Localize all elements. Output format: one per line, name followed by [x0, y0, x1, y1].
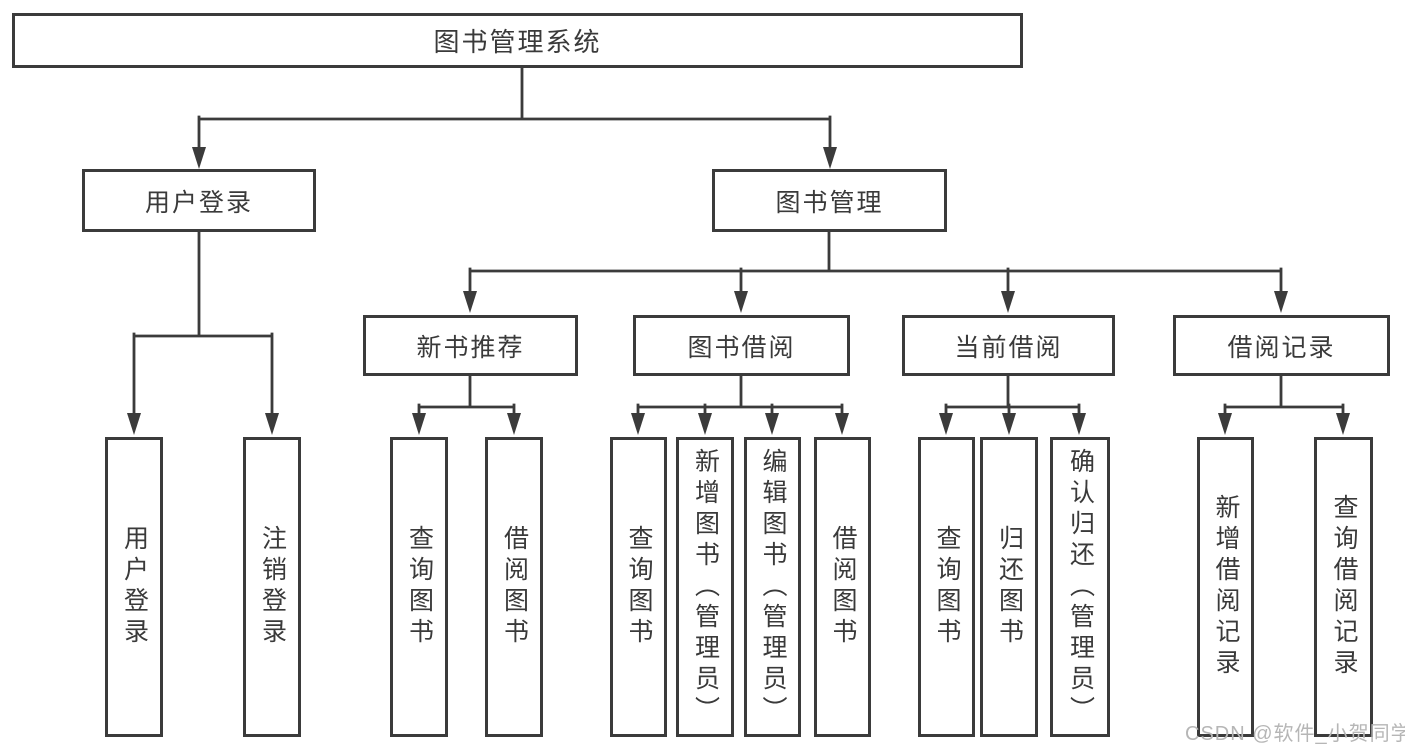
node-book-borrowing-label: 图书借阅	[687, 333, 796, 362]
leaf-edit-books-admin: 编辑图书（管理员）	[744, 437, 801, 737]
leaf-query-books-2-label: 查询图书	[625, 525, 653, 649]
leaf-borrow-books-label: 借阅图书	[500, 525, 529, 649]
leaf-edit-books-admin-label: 编辑图书（管理员）	[759, 447, 787, 727]
leaf-query-borrow-record-label: 查询借阅记录	[1330, 494, 1358, 680]
leaf-confirm-return-admin-label: 确认归还（管理员）	[1066, 447, 1095, 727]
leaf-logout-label: 注销登录	[258, 525, 287, 649]
node-book-management: 图书管理	[712, 169, 947, 232]
node-borrowing-records-label: 借阅记录	[1227, 333, 1336, 362]
node-new-book-recommendation-label: 新书推荐	[416, 333, 525, 362]
leaf-query-books: 查询图书	[390, 437, 448, 737]
leaf-add-books-admin: 新增图书（管理员）	[676, 437, 734, 737]
node-current-borrowing: 当前借阅	[902, 315, 1115, 376]
leaf-borrow-books-2-label: 借阅图书	[829, 525, 857, 649]
node-user-login: 用户登录	[82, 169, 316, 232]
node-user-login-label: 用户登录	[144, 188, 253, 217]
node-borrowing-records: 借阅记录	[1173, 315, 1390, 376]
leaf-query-books-3-label: 查询图书	[933, 525, 961, 649]
leaf-query-books-2: 查询图书	[610, 437, 667, 737]
node-library-system: 图书管理系统	[12, 13, 1023, 68]
leaf-add-books-admin-label: 新增图书（管理员）	[691, 447, 720, 727]
leaf-user-login: 用户登录	[105, 437, 163, 737]
leaf-query-books-3: 查询图书	[918, 437, 975, 737]
leaf-logout: 注销登录	[243, 437, 301, 737]
leaf-borrow-books: 借阅图书	[485, 437, 543, 737]
leaf-return-books-label: 归还图书	[995, 525, 1024, 649]
leaf-query-books-label: 查询图书	[405, 525, 434, 649]
leaf-add-borrow-record-label: 新增借阅记录	[1212, 494, 1240, 680]
node-book-management-label: 图书管理	[775, 188, 884, 217]
leaf-user-login-label: 用户登录	[120, 525, 149, 649]
node-current-borrowing-label: 当前借阅	[954, 333, 1063, 362]
leaf-borrow-books-2: 借阅图书	[814, 437, 871, 737]
csdn-watermark: CSDN @软件_小贺同学	[1185, 723, 1405, 745]
node-library-system-label: 图书管理系统	[433, 27, 602, 57]
node-new-book-recommendation: 新书推荐	[363, 315, 578, 376]
leaf-add-borrow-record: 新增借阅记录	[1197, 437, 1254, 737]
leaf-confirm-return-admin: 确认归还（管理员）	[1050, 437, 1110, 737]
leaf-return-books: 归还图书	[980, 437, 1038, 737]
leaf-query-borrow-record: 查询借阅记录	[1314, 437, 1373, 737]
node-book-borrowing: 图书借阅	[633, 315, 850, 376]
